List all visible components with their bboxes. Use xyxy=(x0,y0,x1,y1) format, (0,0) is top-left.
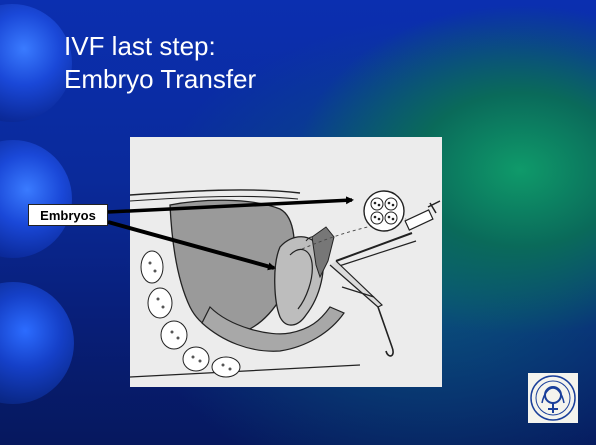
slide-title: IVF last step: Embryo Transfer xyxy=(64,30,256,96)
logo-emblem-icon xyxy=(528,373,578,423)
anatomy-drawing xyxy=(130,137,442,387)
decorative-orb xyxy=(0,4,72,122)
embryo-transfer-illustration xyxy=(130,137,442,387)
decorative-orb xyxy=(0,140,72,258)
title-line-2: Embryo Transfer xyxy=(64,63,256,96)
title-line-1: IVF last step: xyxy=(64,30,256,63)
clinic-logo xyxy=(528,373,578,423)
embryos-callout-label: Embryos xyxy=(28,204,108,226)
decorative-orb xyxy=(0,282,74,404)
